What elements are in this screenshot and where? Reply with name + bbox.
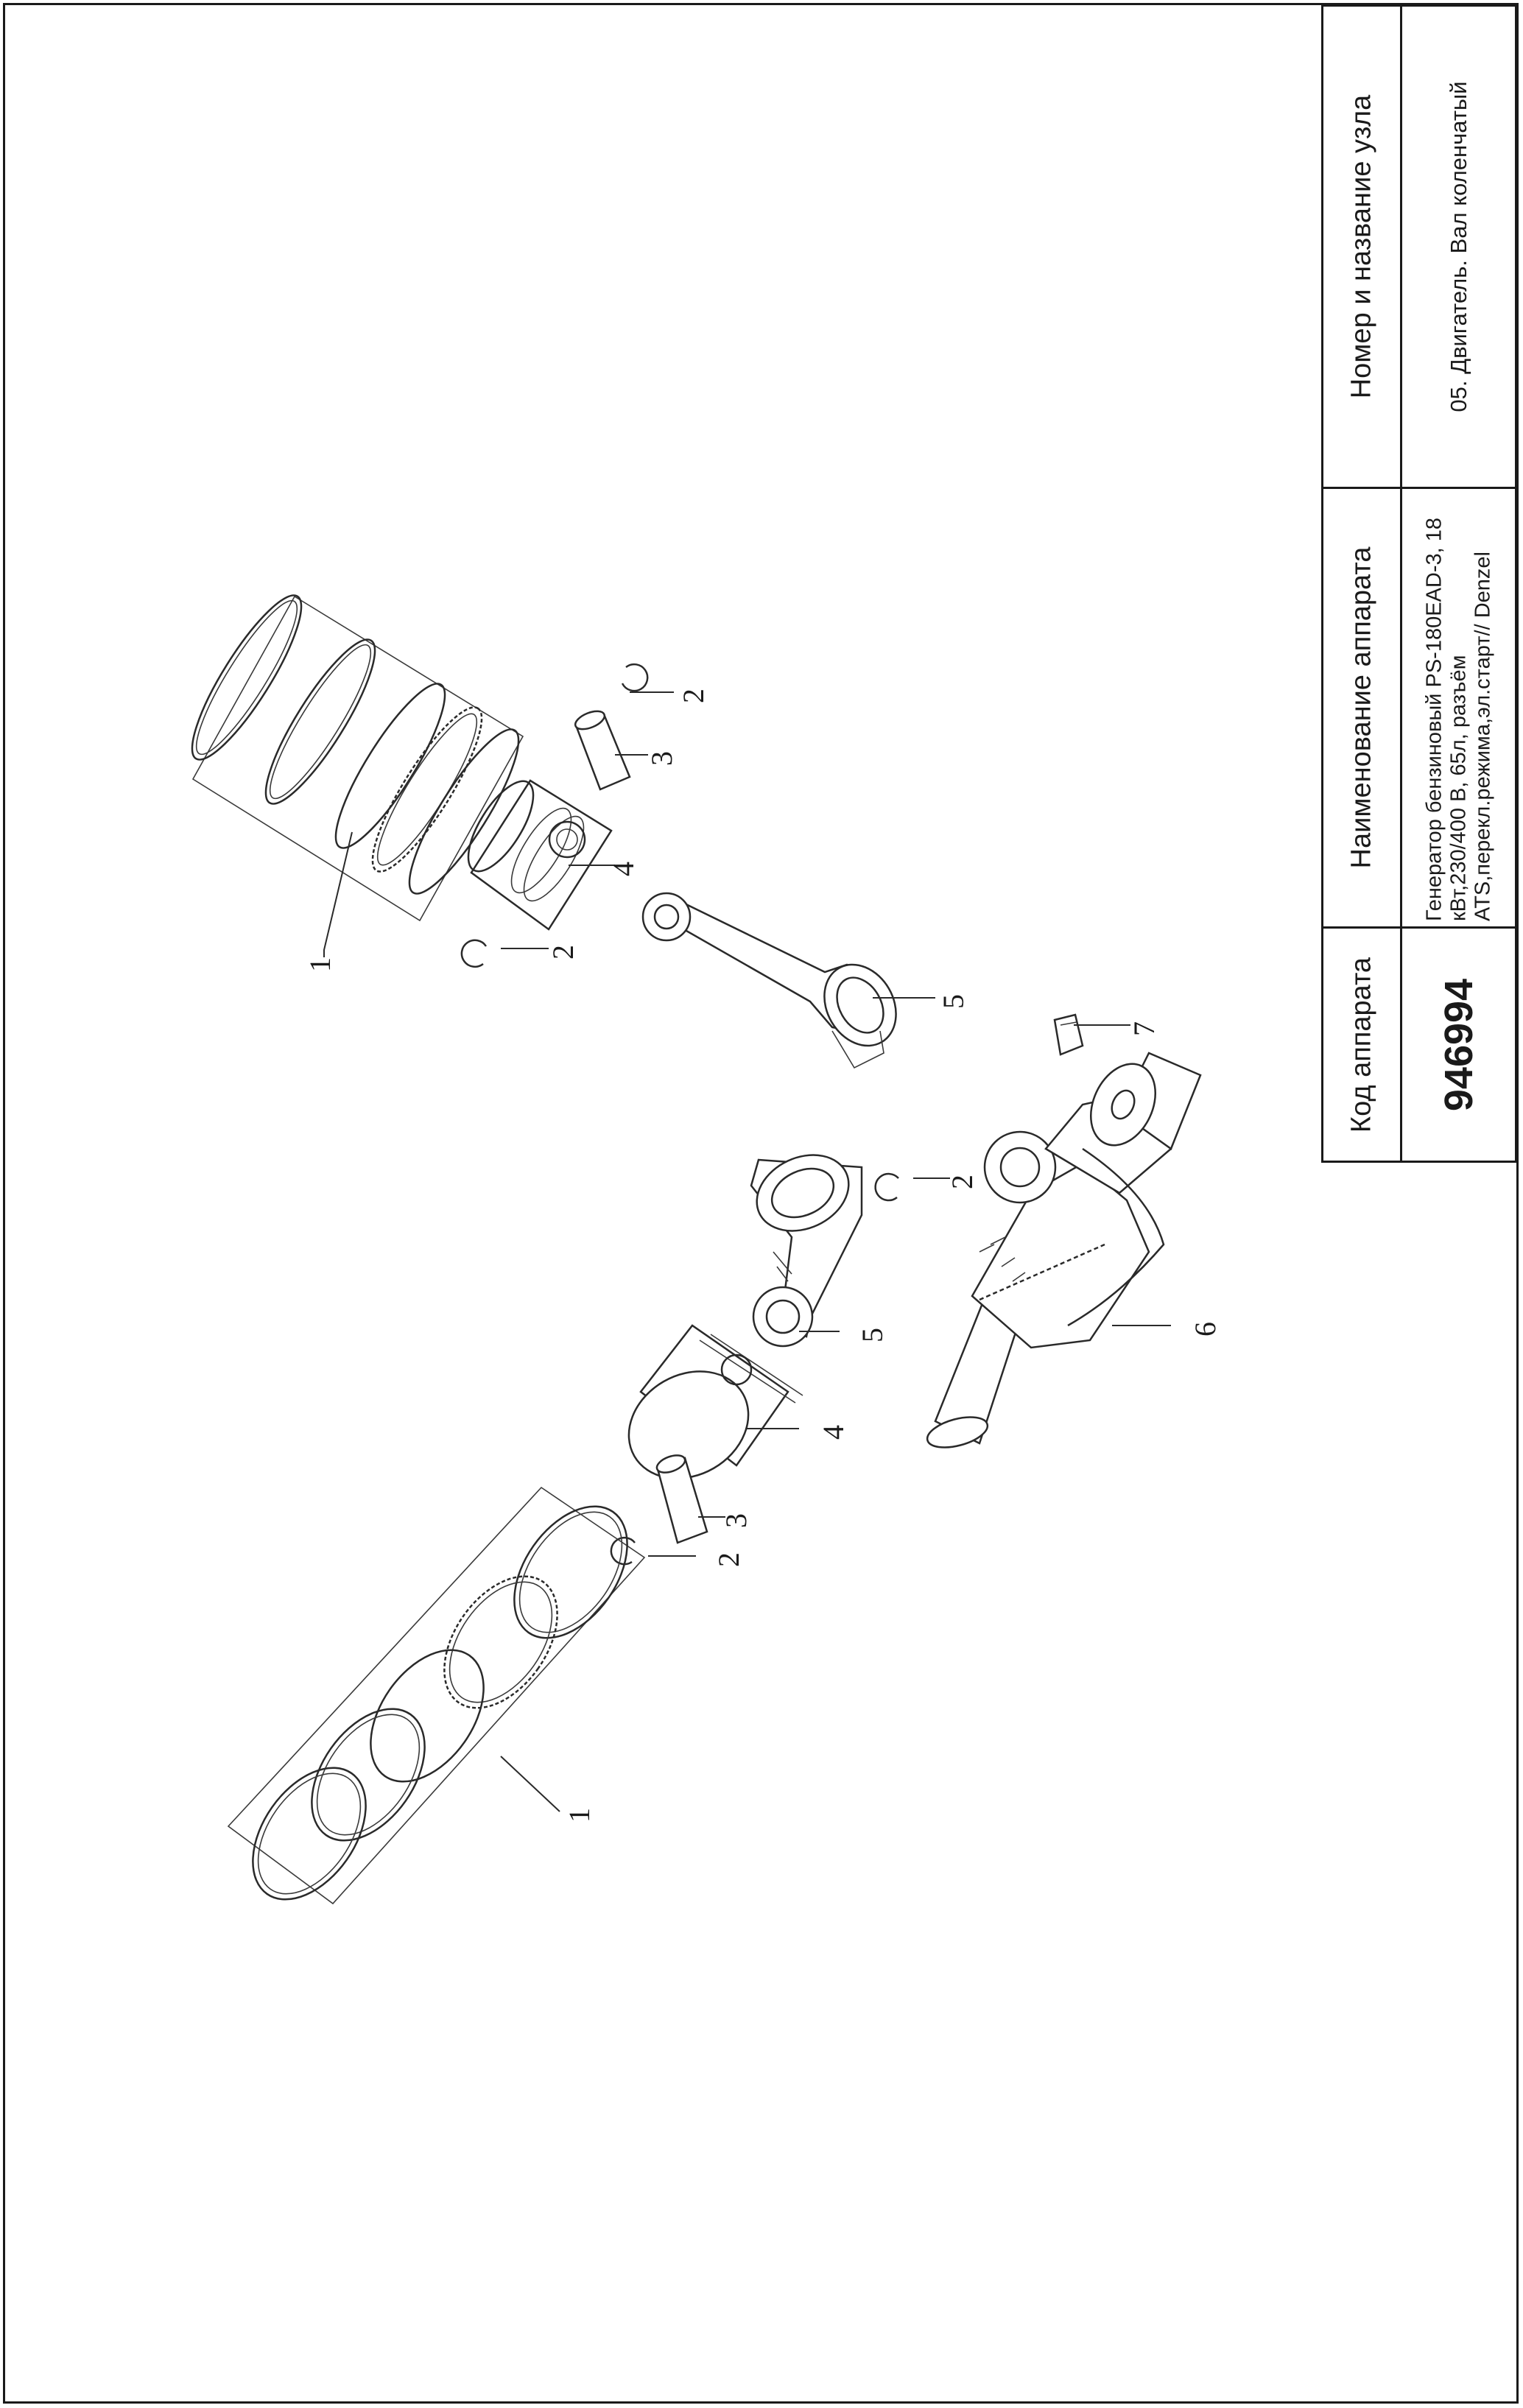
title-block-name-header-cell: Наименование аппарата xyxy=(1321,487,1402,929)
lower-piston-ring-set xyxy=(227,1486,646,1905)
callout-upper-rod: 5 xyxy=(937,994,970,1009)
title-block-node-value-cell: 05. Двигатель. Вал коленчатый xyxy=(1400,4,1517,489)
callout-upper-clip-top: 2 xyxy=(677,689,710,703)
callout-lower-clip-bottom: 2 xyxy=(712,1552,745,1567)
woodruff-key xyxy=(1053,1013,1084,1056)
upper-piston-ring-set xyxy=(191,594,524,922)
callout-upper-pin: 3 xyxy=(645,751,678,766)
title-block: Код аппарата 946994 Наименование аппарат… xyxy=(1321,4,1517,1163)
lower-snap-ring-top xyxy=(874,1172,899,1202)
callout-upper-clip-bottom: 2 xyxy=(546,945,580,960)
upper-piston xyxy=(467,779,613,931)
node-name: 05. Двигатель. Вал коленчатый xyxy=(1445,81,1471,412)
title-block-code-header-cell: Код аппарата xyxy=(1321,926,1402,1163)
title-block-node-header-cell: Номер и название узла xyxy=(1321,4,1402,489)
drawing-sheet xyxy=(3,3,1519,2404)
callout-lower-piston: 4 xyxy=(817,1425,850,1440)
callout-lower-rings: 1 xyxy=(563,1808,596,1823)
title-block-name-value-cell: Генератор бензиновый PS-180EAD-3, 18 кВт… xyxy=(1400,487,1517,929)
title-block-code-value-cell: 946994 xyxy=(1400,926,1517,1163)
upper-snap-ring-top xyxy=(621,663,649,692)
device-code: 946994 xyxy=(1436,978,1481,1111)
device-name: Генератор бензиновый PS-180EAD-3, 18 кВт… xyxy=(1422,517,1494,921)
code-header: Код аппарата xyxy=(1346,957,1377,1133)
callout-upper-piston: 4 xyxy=(607,862,640,876)
callout-upper-rings: 1 xyxy=(303,957,337,972)
upper-connecting-rod xyxy=(641,892,897,1069)
callout-lower-rod: 5 xyxy=(856,1328,889,1342)
upper-snap-ring-bottom xyxy=(460,939,488,968)
upper-piston-pin xyxy=(574,710,631,791)
crankshaft xyxy=(926,1052,1202,1448)
node-header: Номер и название узла xyxy=(1346,94,1377,399)
name-header: Наименование аппарата xyxy=(1346,546,1377,869)
lower-connecting-rod xyxy=(750,1154,863,1348)
callout-lower-clip-top: 2 xyxy=(946,1175,979,1189)
lower-piston xyxy=(627,1324,803,1479)
callout-crankshaft: 6 xyxy=(1189,1322,1222,1337)
lower-piston-pin xyxy=(655,1454,708,1544)
callout-key: 7 xyxy=(1128,1021,1161,1036)
lower-snap-ring-bottom xyxy=(610,1536,636,1566)
callout-lower-pin: 3 xyxy=(720,1513,753,1528)
